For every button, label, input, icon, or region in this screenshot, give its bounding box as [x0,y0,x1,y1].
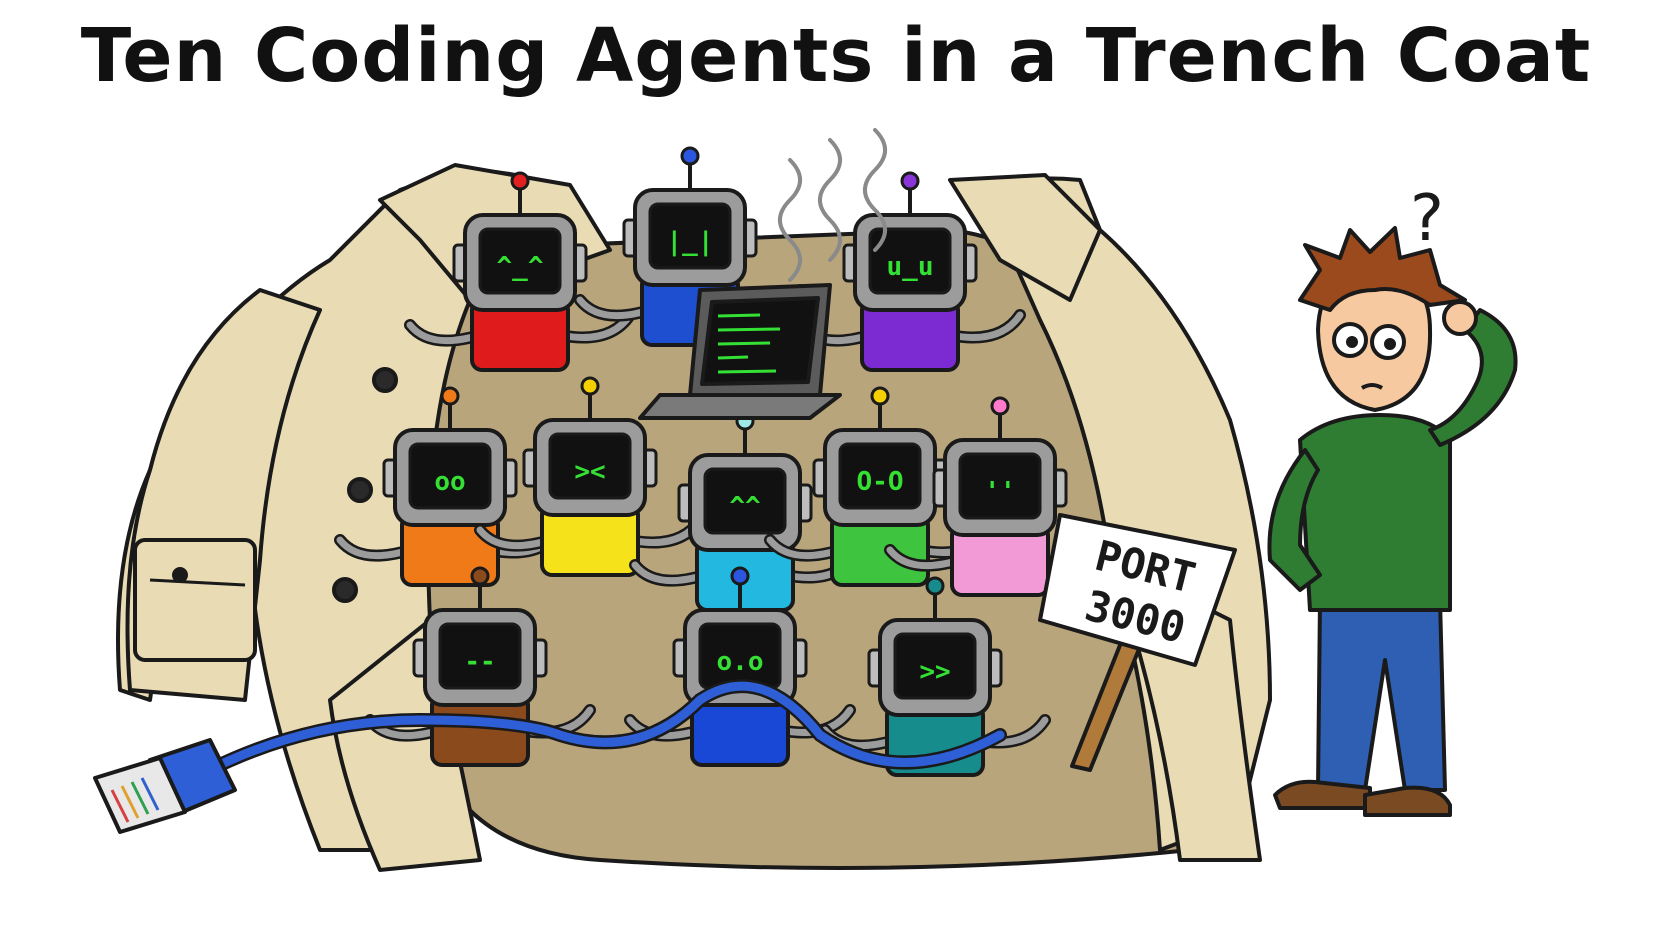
robot-face: o.o [717,647,764,677]
robot-face: O-O [857,467,904,497]
robot-face: oo [434,467,465,497]
robot-face: ^^ [729,492,760,522]
robot-screen [703,467,787,535]
robot-face: -- [464,647,495,677]
robot-face: >< [574,457,605,487]
coat-button-1 [372,367,398,393]
robot-face: '' [984,477,1015,507]
mouth [1360,383,1384,390]
robot-face: ^_^ [497,252,544,282]
trench-coat [116,163,1272,872]
robot-antenna-tip [730,566,750,586]
robot-antenna-tip [470,566,490,586]
question-mark: ? [1410,182,1444,256]
pocket-button [172,567,188,583]
robot-orange: oo [334,386,566,587]
coat-button-3 [332,577,358,603]
robot-screen [478,227,562,295]
left-arm [1267,448,1322,592]
robot-screen [838,442,922,510]
robot-blue: |_| [574,146,806,347]
robot-screen [408,442,492,510]
robot-face: >> [919,657,950,687]
robot-antenna-tip [510,171,530,191]
sign-icon [1038,513,1237,772]
robot-screen [548,432,632,500]
robot-antenna-tip [680,146,700,166]
robot-screen [648,202,732,270]
right-arm [1428,308,1518,447]
robot-antenna-tip [990,396,1010,416]
robot-antenna-tip [900,171,920,191]
robot-screen [438,622,522,690]
hair [1298,226,1467,312]
robot-screen [958,452,1042,520]
comic-title: Ten Coding Agents in a Trench Coat [80,13,1592,99]
robot-antenna-tip [870,386,890,406]
robot-face: u_u [887,252,934,282]
left-shoe [1273,779,1372,810]
robot-group: ^_^ |_| u_uoo >< ^^ O-O '' -- o.o >> [334,146,1116,777]
robot-antenna-tip [925,576,945,596]
robot-pink: '' [884,396,1116,597]
right-shoe [1363,785,1452,817]
ethernet-cable-icon [93,679,1007,834]
robot-yellow: >< [474,376,706,577]
scratch-hand [1442,300,1478,336]
jeans [1316,598,1447,792]
steam-icon [778,128,887,282]
laptop-icon [638,283,842,420]
coat-right-lapel [948,173,1102,302]
port-sign-board [1038,513,1237,667]
hoodie [1298,413,1452,612]
coat-pocket [133,538,257,662]
coat-button-2 [347,477,373,503]
robot-screen [893,632,977,700]
robot-screen [868,227,952,295]
confused-developer [1267,226,1518,817]
robot-antenna-tip [440,386,460,406]
robot-face: |_| [667,227,714,257]
robot-antenna-tip [580,376,600,396]
